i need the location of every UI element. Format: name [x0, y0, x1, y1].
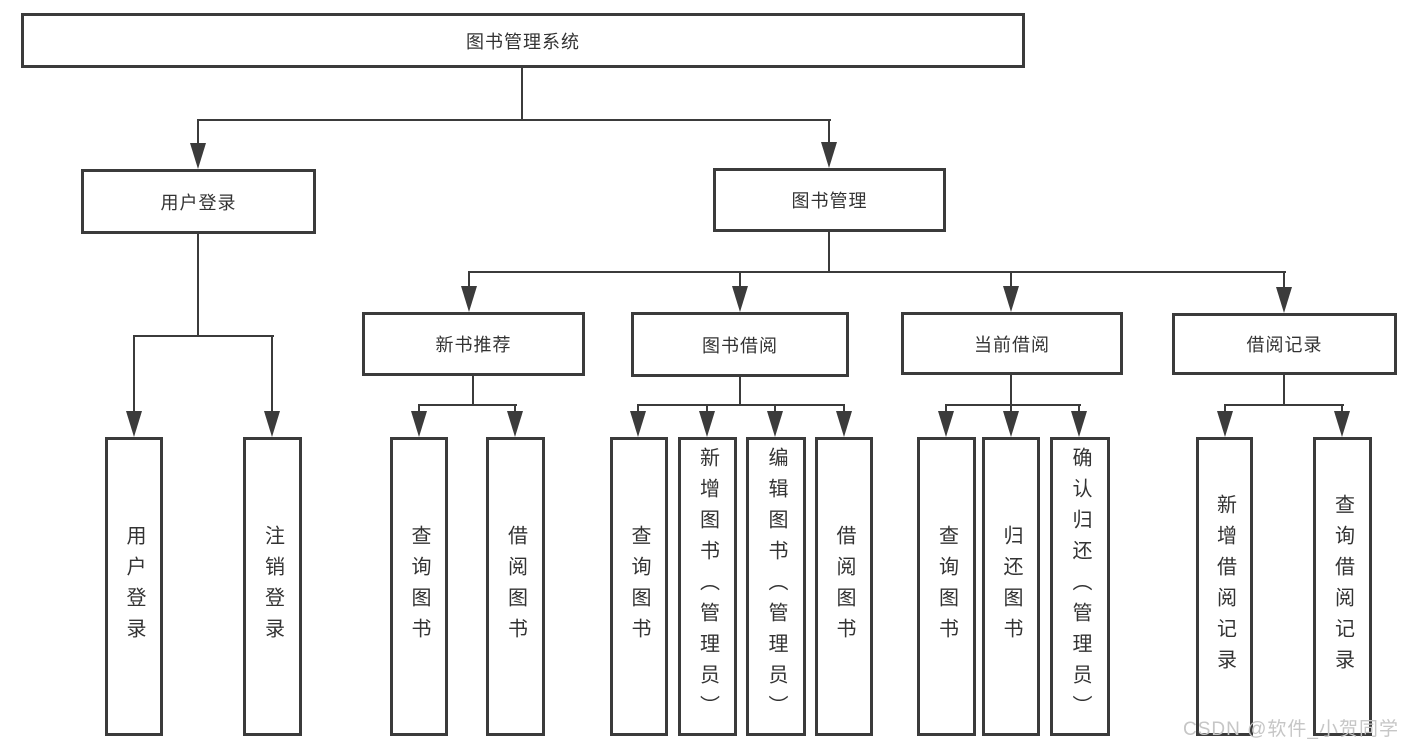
connector-vline: [1283, 375, 1285, 406]
arrow-down-icon: [126, 411, 142, 437]
arrow-down-icon: [1217, 411, 1233, 437]
arrow-down-icon: [1003, 286, 1019, 312]
connector-vline: [774, 404, 776, 416]
arrow-down-icon: [767, 411, 783, 437]
arrow-down-icon: [1276, 287, 1292, 313]
leaf-query-books-current: 查询图书: [917, 437, 976, 736]
connector-vline: [468, 271, 470, 289]
leaf-query-borrow-record: 查询借阅记录: [1313, 437, 1372, 736]
node-current-borrow: 当前借阅: [901, 312, 1123, 375]
leaf-edit-books-admin: 编辑图书（管理员）: [746, 437, 806, 736]
connector-vline: [1010, 271, 1012, 289]
connector-vline: [828, 232, 830, 273]
connector-vline: [1010, 375, 1012, 406]
connector-vline: [1078, 404, 1080, 416]
leaf-logout: 注销登录: [243, 437, 302, 736]
node-book-borrow: 图书借阅: [631, 312, 849, 377]
arrow-down-icon: [264, 411, 280, 437]
node-book-management: 图书管理: [713, 168, 946, 232]
node-borrow-record: 借阅记录: [1172, 313, 1397, 375]
connector-vline: [945, 404, 947, 416]
connector-vline: [472, 376, 474, 406]
leaf-user-login: 用户登录: [105, 437, 163, 736]
arrow-down-icon: [1334, 411, 1350, 437]
connector-vline: [197, 119, 199, 149]
connector-hline: [418, 404, 517, 406]
arrow-down-icon: [411, 411, 427, 437]
connector-hline: [197, 119, 831, 121]
connector-hline: [637, 404, 845, 406]
leaf-query-books-recommend: 查询图书: [390, 437, 448, 736]
arrow-down-icon: [836, 411, 852, 437]
connector-hline: [468, 271, 1286, 273]
connector-hline: [945, 404, 1081, 406]
arrow-down-icon: [821, 142, 837, 168]
connector-vline: [843, 404, 845, 416]
connector-vline: [521, 68, 523, 120]
arrow-down-icon: [1071, 411, 1087, 437]
connector-vline: [1341, 404, 1343, 416]
leaf-borrow-books: 借阅图书: [815, 437, 873, 736]
leaf-add-books-admin: 新增图书（管理员）: [678, 437, 737, 736]
connector-vline: [133, 335, 135, 415]
connector-vline: [706, 404, 708, 416]
arrow-down-icon: [1003, 411, 1019, 437]
arrow-down-icon: [732, 286, 748, 312]
connector-vline: [197, 234, 199, 336]
arrow-down-icon: [461, 286, 477, 312]
connector-vline: [1283, 271, 1285, 289]
arrow-down-icon: [938, 411, 954, 437]
node-root: 图书管理系统: [21, 13, 1025, 68]
leaf-add-borrow-record: 新增借阅记录: [1196, 437, 1253, 736]
connector-vline: [739, 271, 741, 289]
connector-vline: [514, 404, 516, 416]
connector-vline: [1010, 404, 1012, 416]
csdn-watermark: CSDN @软件_小贺同学: [1183, 719, 1399, 740]
connector-vline: [418, 404, 420, 416]
connector-hline: [1224, 404, 1344, 406]
node-new-book-recommend: 新书推荐: [362, 312, 585, 376]
connector-vline: [828, 119, 830, 149]
node-user-login: 用户登录: [81, 169, 316, 234]
leaf-borrow-books-recommend: 借阅图书: [486, 437, 545, 736]
connector-vline: [637, 404, 639, 416]
connector-vline: [271, 335, 273, 415]
connector-hline: [133, 335, 274, 337]
arrow-down-icon: [630, 411, 646, 437]
arrow-down-icon: [699, 411, 715, 437]
leaf-return-books: 归还图书: [982, 437, 1040, 736]
connector-vline: [739, 377, 741, 406]
leaf-query-books-borrow: 查询图书: [610, 437, 668, 736]
arrow-down-icon: [507, 411, 523, 437]
leaf-confirm-return-admin: 确认归还（管理员）: [1050, 437, 1110, 736]
arrow-down-icon: [190, 143, 206, 169]
connector-vline: [1224, 404, 1226, 416]
